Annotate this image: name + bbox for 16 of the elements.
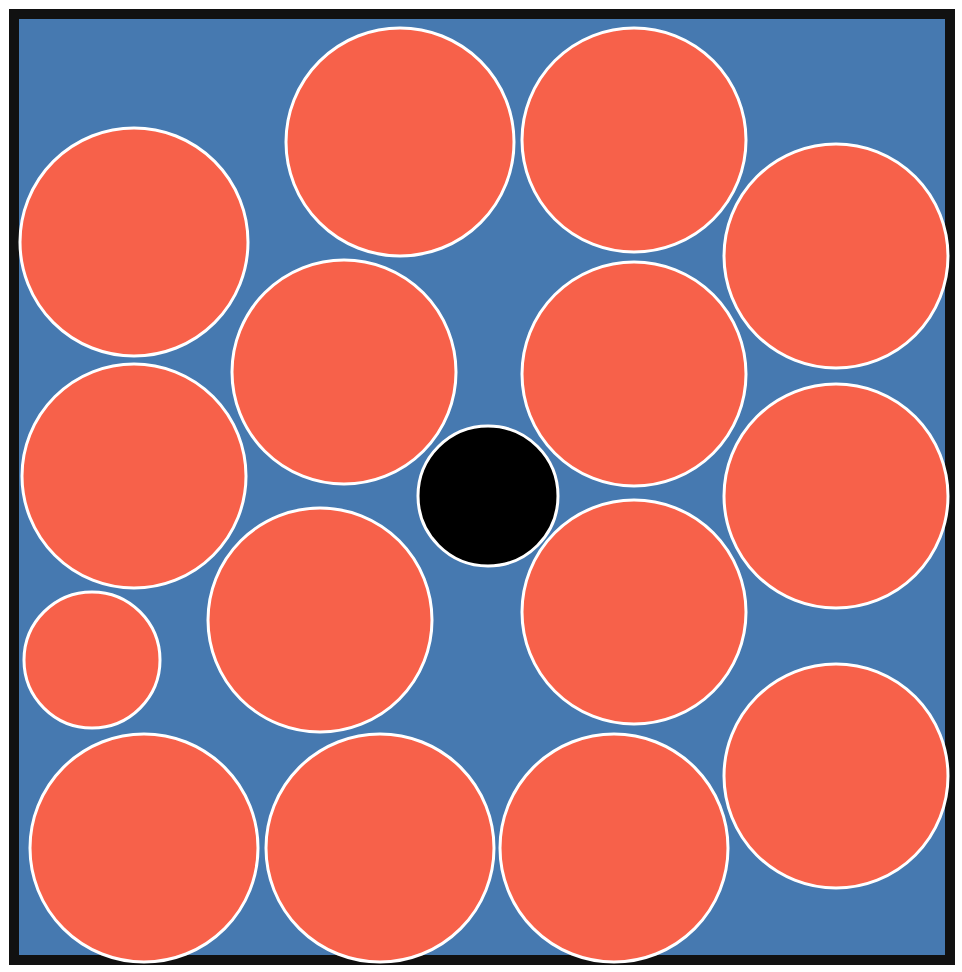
disc (18, 126, 250, 358)
disc (284, 26, 516, 258)
disc (520, 26, 748, 254)
disc (264, 732, 496, 964)
disc (498, 732, 730, 964)
disc (722, 382, 950, 610)
small-disc (416, 424, 560, 568)
disc (722, 142, 950, 370)
disc (520, 498, 748, 726)
disc (722, 662, 950, 890)
disc (206, 506, 434, 734)
disc (20, 362, 248, 590)
disc (520, 260, 748, 488)
disc (28, 732, 260, 964)
disc (230, 258, 458, 486)
disc (22, 590, 162, 730)
